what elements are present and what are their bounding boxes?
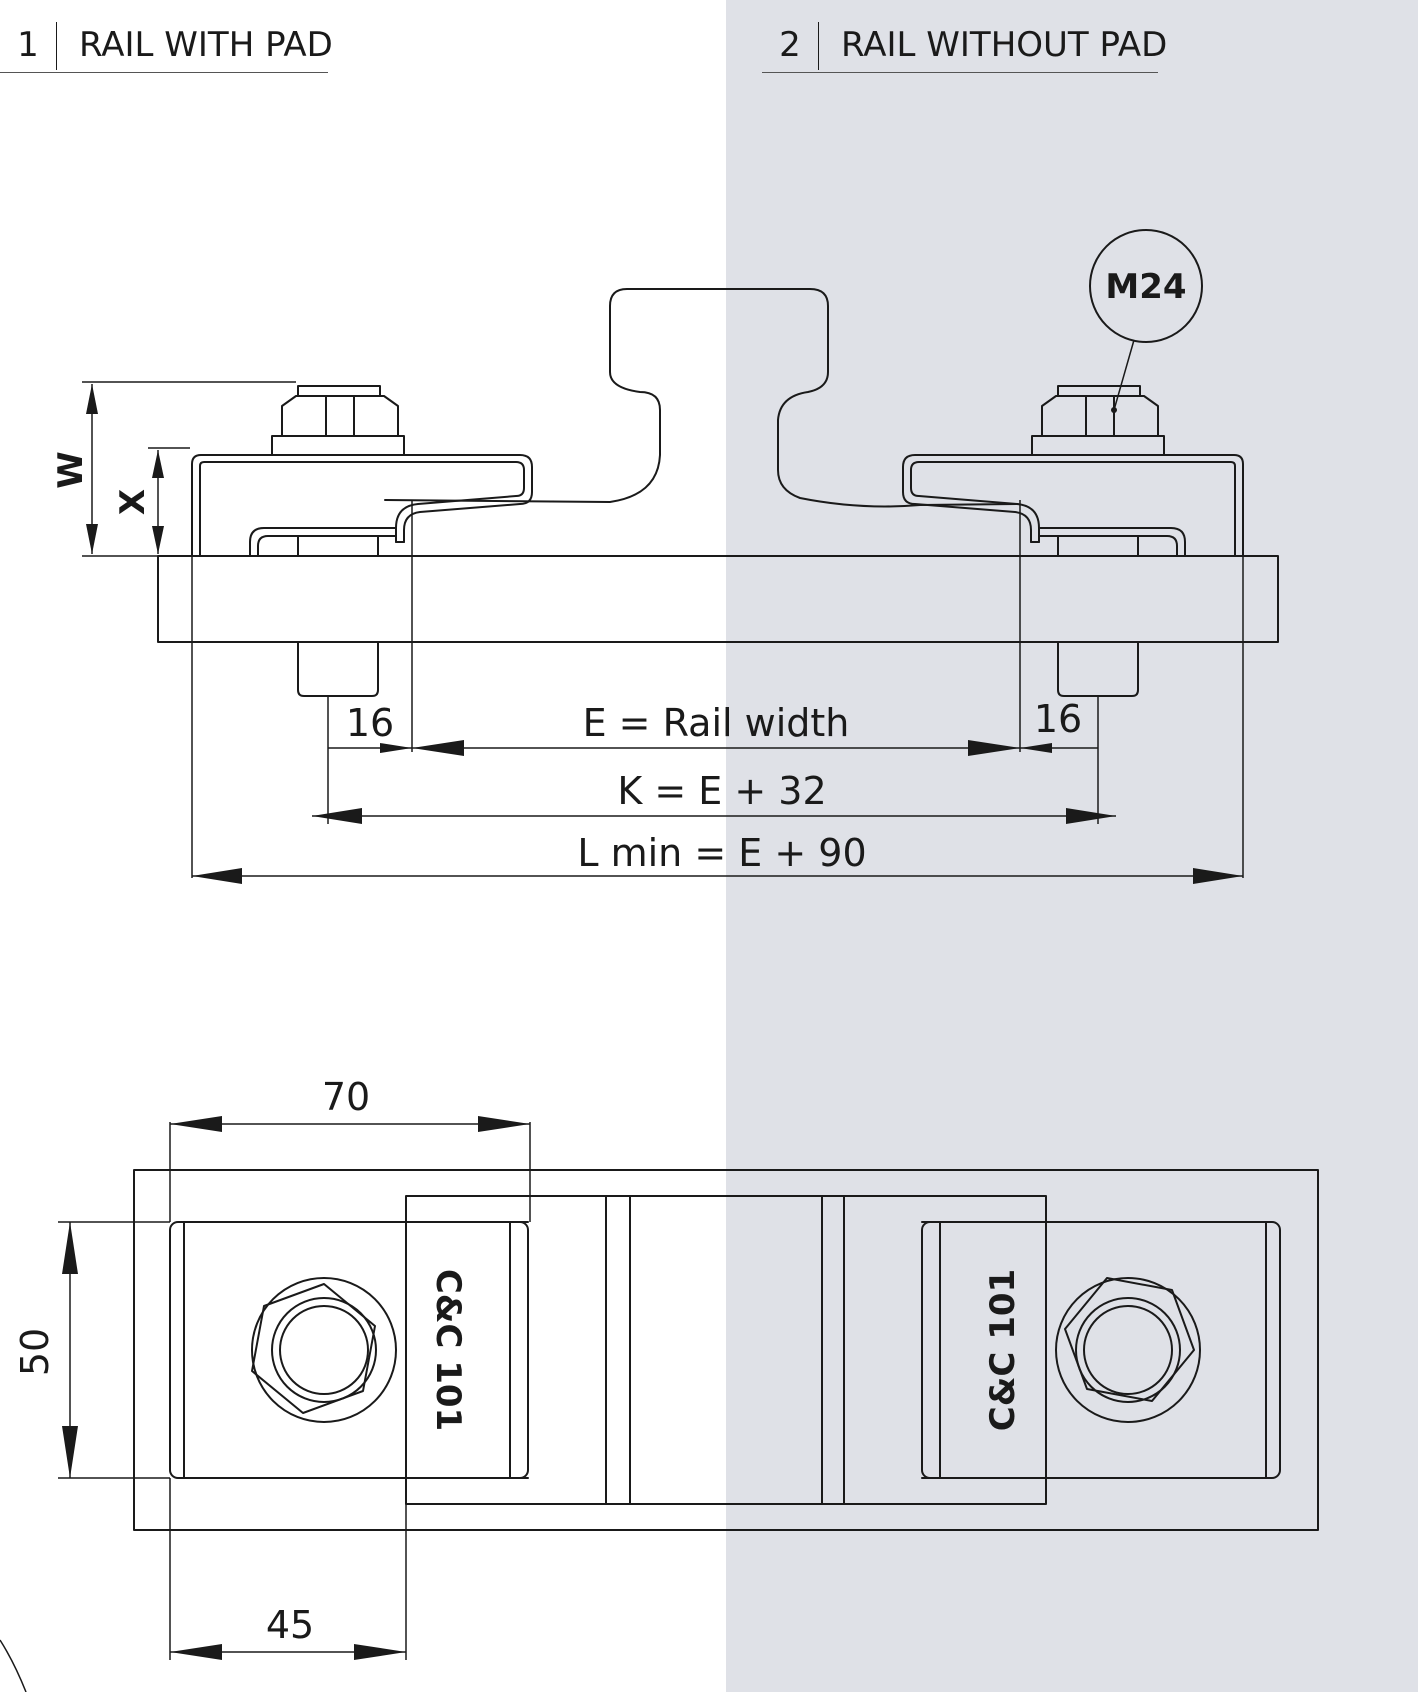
washer-top (251, 1277, 397, 1423)
section-header-rail-with-pad: 1 RAIL WITH PAD (0, 22, 333, 73)
m24-callout: M24 (1089, 229, 1203, 413)
right-panel-background (726, 0, 1418, 1692)
dim-45: 45 (266, 1603, 314, 1647)
height-dimensions: W X (51, 381, 296, 557)
section-number: 2 (779, 24, 801, 65)
hex-nut (1041, 395, 1159, 437)
section-title: RAIL WITH PAD (79, 24, 333, 65)
washer-top (1055, 1277, 1201, 1423)
w-label: W (51, 451, 91, 489)
washer (271, 435, 405, 456)
top-view: C&C 101 C&C 101 70 (13, 1075, 1319, 1660)
bolt-shank (297, 641, 379, 697)
dim-k: K = E + 32 (617, 769, 826, 813)
rail-profile (384, 288, 1019, 508)
width-dimensions: 16 16 E = Rail width K = E + 32 L min = … (191, 500, 1244, 884)
left-clip-plate: C&C 101 (169, 1221, 529, 1479)
hex-nut (281, 395, 399, 437)
x-label: X (113, 489, 153, 515)
right-clip-plate: C&C 101 (921, 1221, 1281, 1479)
clip-marking-left: C&C 101 (428, 1269, 468, 1431)
dim-70: 70 (322, 1075, 370, 1119)
section-number: 1 (17, 24, 39, 65)
header-divider (818, 22, 819, 70)
dim-50: 50 (13, 1328, 57, 1376)
section-header-rail-without-pad: 2 RAIL WITHOUT PAD (762, 22, 1167, 73)
base-plate-top (133, 1169, 1319, 1531)
clip-marking-right: C&C 101 (983, 1269, 1023, 1431)
bolt-end (279, 1305, 369, 1395)
dim-16-left: 16 (346, 701, 394, 745)
section-title: RAIL WITHOUT PAD (841, 24, 1168, 65)
top-view-dimensions: 70 50 45 (13, 1075, 531, 1660)
bolt-end (1083, 1305, 1173, 1395)
dim-e-rail-width: E = Rail width (583, 701, 850, 745)
dim-16-right: 16 (1034, 697, 1082, 741)
left-clip (191, 385, 533, 697)
bolt-shank (1057, 641, 1139, 697)
base-plate (157, 555, 1279, 643)
dim-l-min: L min = E + 90 (577, 831, 866, 875)
washer (1031, 435, 1165, 456)
hex-nut-top (1064, 1277, 1195, 1402)
corner-arc (0, 1639, 27, 1692)
header-divider (56, 22, 57, 70)
hex-nut-top (251, 1283, 376, 1414)
right-clip (902, 385, 1244, 697)
rail-foot (405, 1195, 1047, 1505)
m24-label: M24 (1105, 267, 1186, 307)
side-view: M24 W X (51, 229, 1279, 884)
